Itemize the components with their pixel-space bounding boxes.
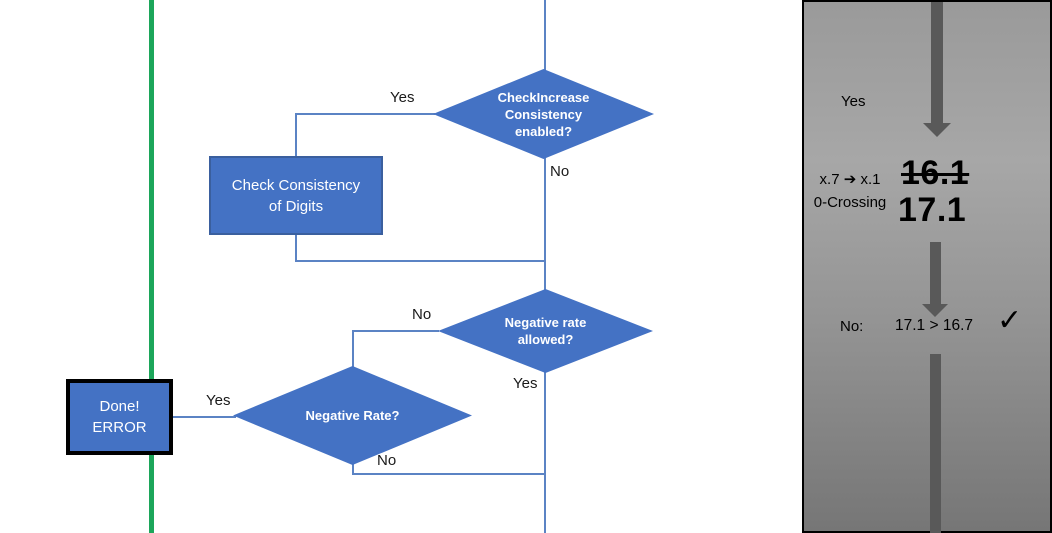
decision-label-line: Negative Rate? [305,408,400,423]
down-arrow-icon [931,2,943,123]
decision-negative-rate-allowed: Negative rate allowed? [438,289,653,373]
connector-d3-no-horizontal [352,473,545,475]
decision-label-line: allowed? [517,332,574,347]
down-arrowhead-icon [923,123,951,137]
panel-result-comparison: 17.1 > 16.7 [895,317,973,334]
terminal-label-line: Done! [99,398,140,415]
connector-top-into-d1 [544,0,546,70]
edge-label-d1-yes: Yes [390,89,415,106]
connector-d2-to-bottom [544,371,546,533]
panel-old-value: 16.1 [901,154,970,192]
edge-label-d2-no: No [412,306,432,323]
process-check-consistency-of-digits: Check Consistency of Digits [209,156,383,235]
decision-negative-rate: Negative Rate? [233,366,472,465]
panel-yes-label: Yes [841,93,866,110]
edge-label-d2-yes: Yes [513,375,538,392]
checkmark-icon: ✓ [997,303,1023,338]
decision-label-line: Negative rate [504,315,587,330]
decision-label-line: Consistency [504,106,583,122]
down-arrowhead-icon [922,304,948,317]
edge-label-d3-yes: Yes [206,392,231,409]
panel-result-label: No: [840,318,864,335]
process-label-line: of Digits [268,197,324,215]
decision-label-line: enabled? [514,123,573,139]
down-arrow-icon [930,242,941,304]
green-guide-line [149,0,154,533]
panel-new-value: 17.1 [898,191,967,229]
connector-d2-no-vertical [352,330,354,368]
decision-label-line: CheckIncrease [497,89,590,105]
edge-label-d3-no: No [377,452,397,469]
decision-check-increase-consistency: CheckIncrease Consistency enabled? [433,69,654,159]
connector-box-down-vertical [295,234,297,262]
connector-d1-yes-horizontal [295,113,435,115]
terminal-done-error: Done! ERROR [66,379,173,455]
connector-d1-yes-vertical [295,113,297,158]
connector-d2-no-horizontal [352,330,439,332]
panel-case-line2: 0-Crossing [813,194,887,211]
edge-label-d1-no: No [550,163,570,180]
connector-d3-no-vertical [352,463,354,475]
connector-d1-to-d2 [544,157,546,291]
down-arrow-icon [930,354,941,533]
terminal-label-line: ERROR [92,419,147,436]
panel-case-line1: x.7 ➔ x.1 [819,171,881,188]
annotation-panel: Yes x.7 ➔ x.1 0-Crossing 16.1 17.1 No: 1… [802,0,1052,533]
connector-box-down-horizontal [295,260,545,262]
process-label-line: Check Consistency [231,176,361,194]
connector-d3-yes-horizontal [173,416,236,418]
